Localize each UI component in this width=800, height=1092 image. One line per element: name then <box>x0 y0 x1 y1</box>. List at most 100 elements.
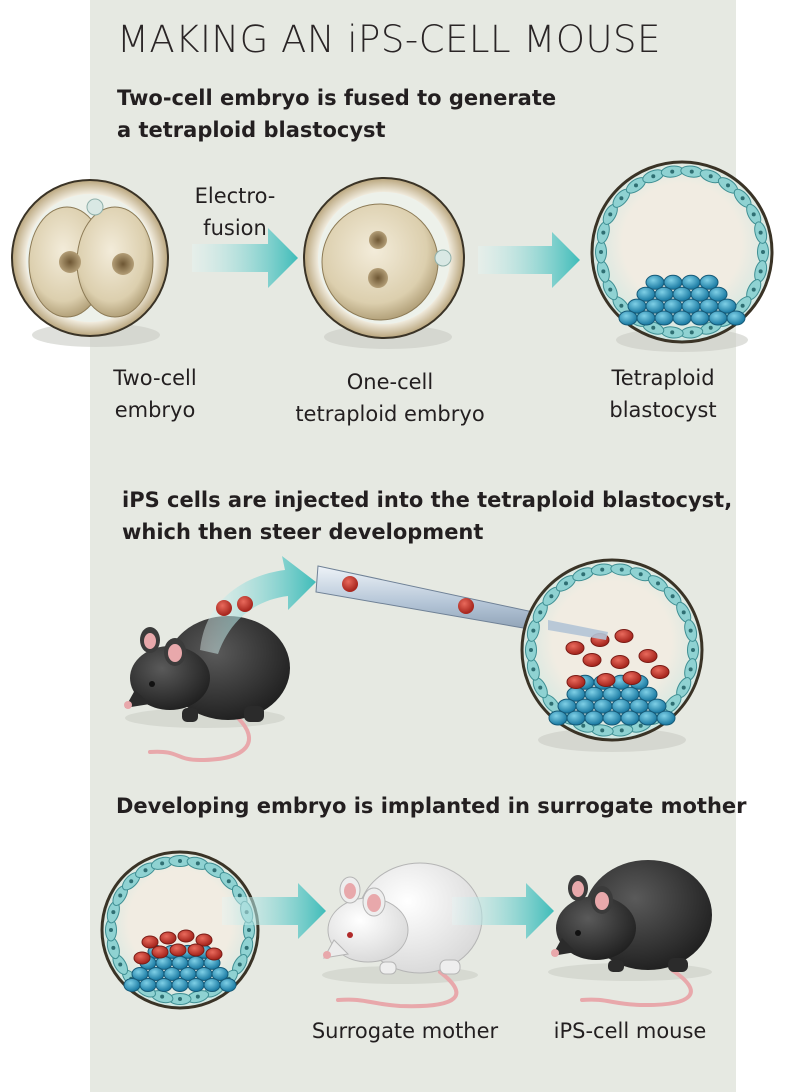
trophoblast-nucleus <box>564 581 568 585</box>
inner-cell-mass-cell <box>204 979 220 992</box>
trophoblast-nucleus <box>741 196 745 200</box>
trophoblast-nucleus <box>682 610 686 614</box>
trophoblast-nucleus <box>634 183 638 187</box>
surrogate-white-mouse <box>322 863 482 1006</box>
trophoblast-nucleus <box>691 648 695 652</box>
ips-cell <box>597 674 615 687</box>
ips-cell <box>178 930 194 942</box>
trophoblast-nucleus <box>531 667 535 671</box>
trophoblast-nucleus <box>549 702 553 706</box>
ips-cell-mouse-label: iPS-cell mouse <box>540 1015 720 1047</box>
trophoblast-nucleus <box>608 212 612 216</box>
ips-cell <box>160 932 176 944</box>
trophoblast-nucleus <box>656 581 660 585</box>
one-cell-label-line2: tetraploid embryo <box>275 398 505 430</box>
trophoblast-nucleus <box>581 572 585 576</box>
section3-heading-text: Developing embryo is implanted in surrog… <box>116 790 747 822</box>
ips-cell <box>615 630 633 643</box>
section2-heading-line1: iPS cells are injected into the tetraplo… <box>122 484 732 516</box>
trophoblast-nucleus <box>599 250 603 254</box>
trophoblast-nucleus <box>671 594 675 598</box>
inner-cell-mass-cell <box>220 979 236 992</box>
trophoblast-nucleus <box>709 174 713 178</box>
trophoblast-nucleus <box>581 724 585 728</box>
surrogate-label-text: Surrogate mother <box>300 1015 510 1047</box>
trophoblast-nucleus <box>129 879 133 883</box>
inner-cell-mass-cell <box>156 979 172 992</box>
developing-embryo <box>102 852 258 1008</box>
trophoblast-nucleus <box>111 910 115 914</box>
ips-cell <box>566 642 584 655</box>
section3-heading: Developing embryo is implanted in surrog… <box>116 790 747 822</box>
section1-heading: Two-cell embryo is fused to generate a t… <box>117 82 556 146</box>
trophoblast-nucleus <box>538 686 542 690</box>
trophoblast-nucleus <box>741 304 745 308</box>
trophoblast-nucleus <box>682 686 686 690</box>
trophoblast-nucleus <box>671 702 675 706</box>
trophoblast-nucleus <box>620 728 624 732</box>
ips-cell <box>170 944 186 956</box>
trophoblast-nucleus <box>196 995 200 999</box>
ips-cell <box>134 952 150 964</box>
ips-cell <box>152 946 168 958</box>
tetraploid-blastocyst <box>592 162 772 352</box>
tetraploid-blastocyst-label: Tetraploid blastocyst <box>588 362 738 426</box>
trophoblast-nucleus <box>608 288 612 292</box>
two-cell-embryo-label: Two-cell embryo <box>80 362 230 426</box>
one-cell-label-line1: One-cell <box>275 366 505 398</box>
trophoblast-nucleus <box>160 861 164 865</box>
two-cell-embryo <box>12 180 168 347</box>
trophoblast-nucleus <box>238 963 242 967</box>
inner-cell-mass-cell <box>567 711 585 725</box>
section1-heading-line2: a tetraploid blastocyst <box>117 114 556 146</box>
electrofusion-label-line1: Electro- <box>170 180 300 212</box>
trophoblast-nucleus <box>639 572 643 576</box>
fusion-to-blastocyst-arrow <box>478 232 580 288</box>
trophoblast-nucleus <box>600 728 604 732</box>
figure-title: MAKING AN iPS-CELL MOUSE <box>117 18 661 61</box>
trophoblast-nucleus <box>689 667 693 671</box>
inner-cell-mass-cell <box>655 311 673 325</box>
trophoblast-nucleus <box>178 859 182 863</box>
section1-heading-line1: Two-cell embryo is fused to generate <box>117 82 556 114</box>
inner-cell-mass-cell <box>619 311 637 325</box>
inner-cell-mass-cell <box>727 311 745 325</box>
ips-mouse-label-text: iPS-cell mouse <box>540 1015 720 1047</box>
two-cell-label-line2: embryo <box>80 394 230 426</box>
inner-cell-mass-cell <box>585 711 603 725</box>
trophoblast-nucleus <box>144 868 148 872</box>
ips-cell <box>639 650 657 663</box>
inner-cell-mass-cell <box>124 979 140 992</box>
trophoblast-nucleus <box>538 610 542 614</box>
trophoblast-nucleus <box>601 269 605 273</box>
trophoblast-nucleus <box>759 231 763 235</box>
trophoblast-nucleus <box>619 304 623 308</box>
trophoblast-nucleus <box>111 946 115 950</box>
trophoblast-nucleus <box>178 997 182 1001</box>
ips-cell <box>611 656 629 669</box>
trophoblast-nucleus <box>549 594 553 598</box>
inner-cell-mass-cell <box>188 979 204 992</box>
one-cell-embryo <box>304 178 464 349</box>
trophoblast-nucleus <box>620 568 624 572</box>
trophoblast-nucleus <box>619 196 623 200</box>
inner-cell-mass-cell <box>709 311 727 325</box>
trophoblast-nucleus <box>160 995 164 999</box>
trophoblast-nucleus <box>726 183 730 187</box>
ips-cell <box>188 944 204 956</box>
ips-cell-black-mouse <box>548 860 712 1005</box>
trophoblast-nucleus <box>690 170 694 174</box>
inner-cell-mass-cell <box>657 711 675 725</box>
trophoblast-nucleus <box>529 648 533 652</box>
blastocyst-label-line2: blastocyst <box>588 394 738 426</box>
ips-cell <box>206 948 222 960</box>
trophoblast-nucleus <box>690 330 694 334</box>
electrofusion-label-line2: fusion <box>170 212 300 244</box>
ips-cell <box>583 654 601 667</box>
trophoblast-nucleus <box>601 231 605 235</box>
trophoblast-nucleus <box>118 963 122 967</box>
inner-cell-mass-cell <box>621 711 639 725</box>
electrofusion-label: Electro- fusion <box>170 180 300 244</box>
inner-cell-mass-cell <box>172 979 188 992</box>
trophoblast-nucleus <box>651 174 655 178</box>
